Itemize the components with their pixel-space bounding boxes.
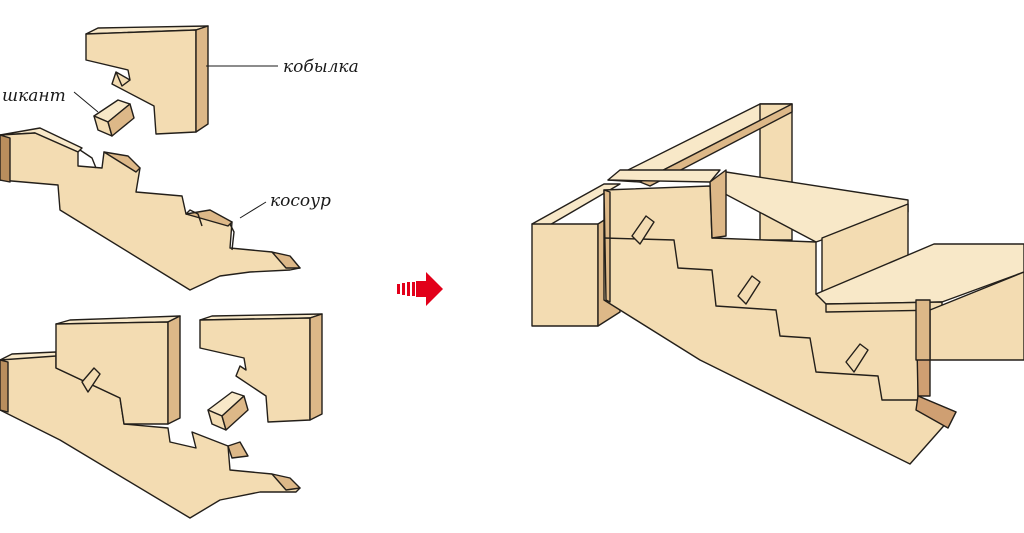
dowel-bottom xyxy=(207,391,249,431)
dowel-mounted xyxy=(81,367,101,393)
dowel-1 xyxy=(631,215,655,245)
block-kobylka-top xyxy=(85,25,209,135)
assembled-stair xyxy=(531,103,1024,465)
label-shkant: шкант xyxy=(2,86,66,106)
label-kosour: косоур xyxy=(270,191,331,211)
partial-assembly xyxy=(0,313,323,519)
end-post-front xyxy=(531,223,599,327)
exploded-assembly: кобылка шкант косоур xyxy=(0,25,359,291)
block-mounted xyxy=(55,315,181,425)
block-kobylka-bottom xyxy=(199,313,323,423)
dowel-2 xyxy=(737,275,761,305)
stringer-top xyxy=(0,127,301,291)
stringer-bottom xyxy=(0,351,301,519)
dowel-top xyxy=(93,99,135,137)
arrow-right-icon xyxy=(397,272,443,306)
dowel-3 xyxy=(845,343,869,373)
label-kobylka: кобылка xyxy=(283,57,359,77)
